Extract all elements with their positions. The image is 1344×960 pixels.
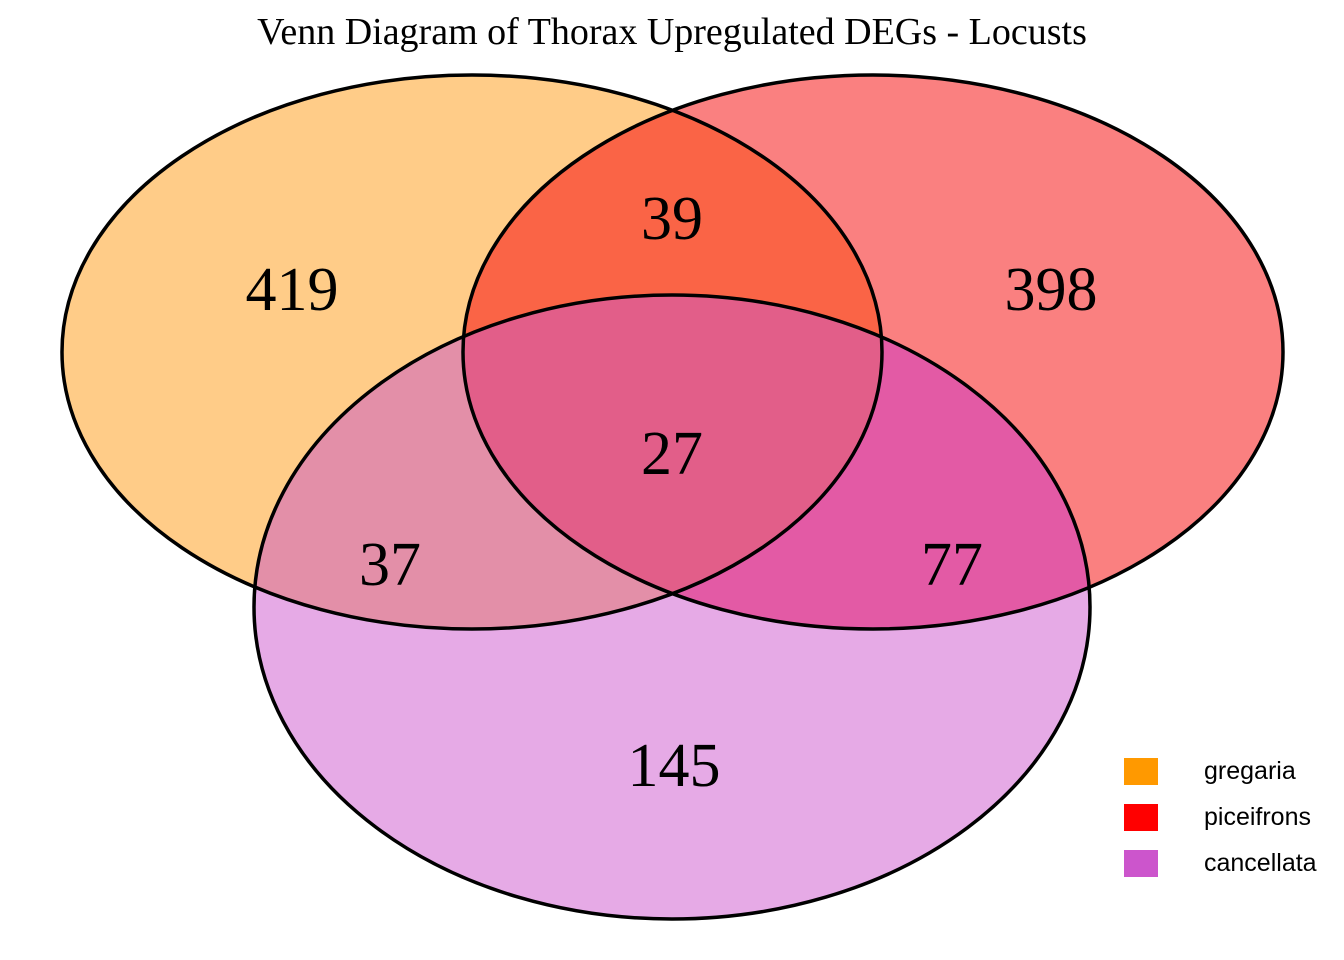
page-title: Venn Diagram of Thorax Upregulated DEGs … [257, 11, 1087, 53]
set-outline-piceifrons [461, 73, 1285, 631]
legend-swatch-cancellata [1124, 849, 1158, 877]
region-count-cancellata-only: 145 [628, 732, 721, 800]
legend: gregaria piceifrons cancellata [1124, 748, 1339, 886]
region-count-gregaria-only: 419 [246, 256, 339, 324]
legend-item-piceifrons[interactable]: piceifrons [1124, 794, 1339, 840]
legend-swatch-piceifrons [1124, 803, 1158, 831]
legend-label-piceifrons: piceifrons [1204, 802, 1311, 831]
region-count-gregaria-cancellata: 37 [359, 531, 421, 599]
legend-swatch-gregaria [1124, 757, 1158, 785]
legend-item-gregaria[interactable]: gregaria [1124, 748, 1339, 794]
legend-item-cancellata[interactable]: cancellata [1124, 840, 1339, 886]
region-count-piceifrons-cancellata: 77 [921, 531, 983, 599]
venn-outlines [60, 73, 1285, 921]
venn-region-labels: 419 398 39 27 37 77 145 [246, 185, 1098, 800]
region-count-all-three: 27 [641, 420, 703, 488]
legend-label-cancellata: cancellata [1204, 848, 1317, 877]
set-outline-cancellata [252, 293, 1092, 921]
set-outline-gregaria [60, 73, 884, 631]
venn-region-fills [62, 75, 1283, 919]
region-count-gregaria-piceifrons: 39 [641, 185, 703, 253]
region-count-piceifrons-only: 398 [1005, 256, 1098, 324]
legend-label-gregaria: gregaria [1204, 756, 1296, 785]
